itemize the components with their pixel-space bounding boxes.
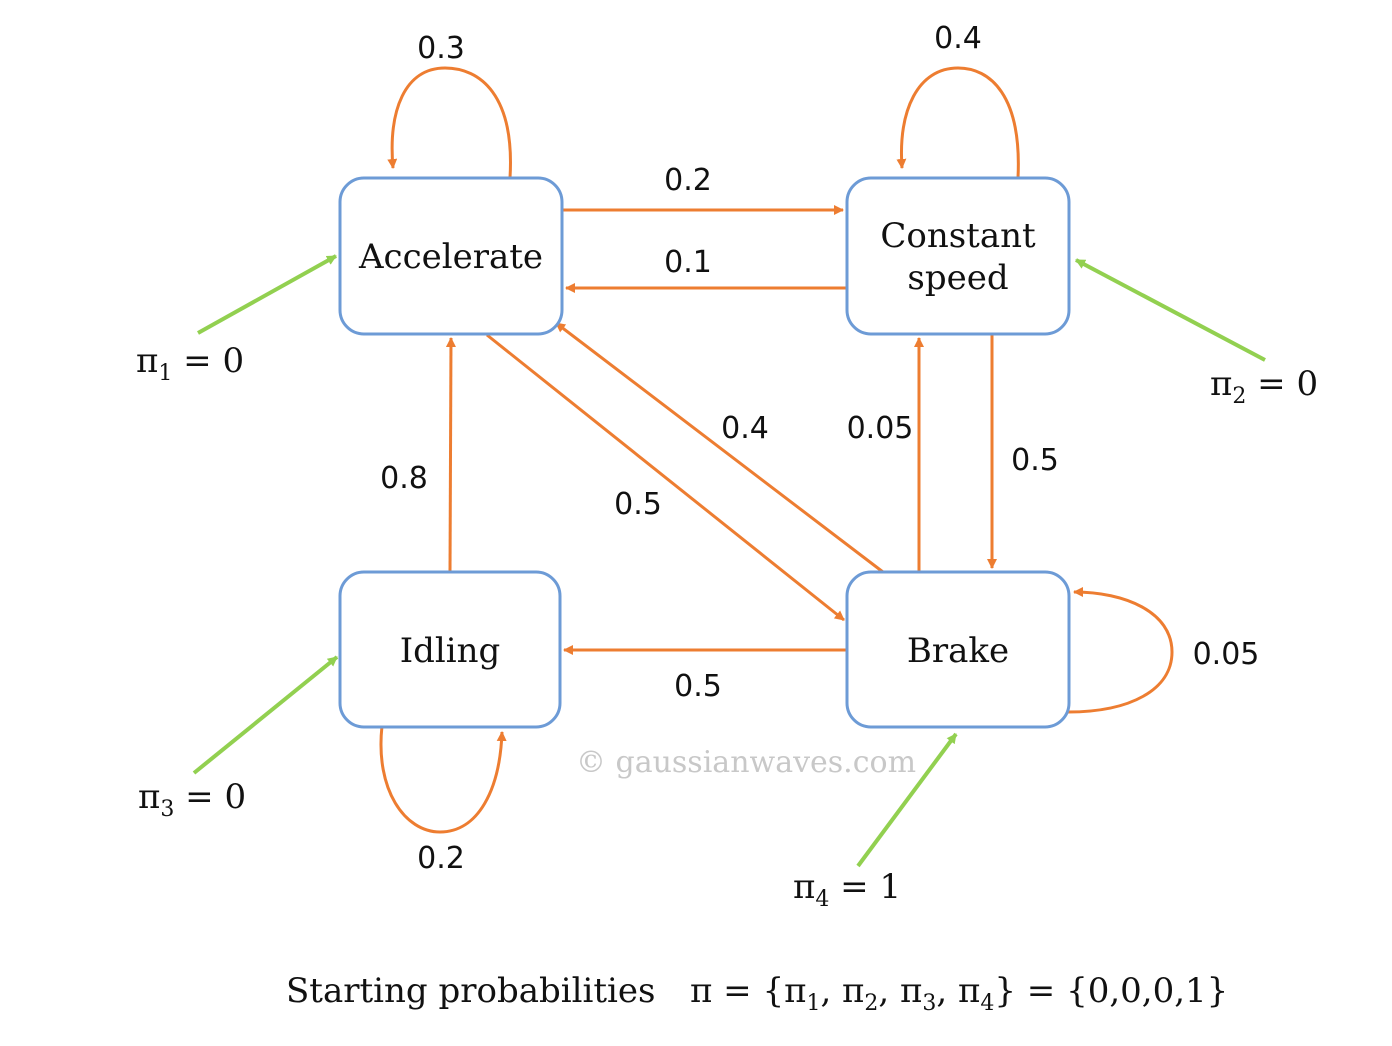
state-label-accelerate: Accelerate: [358, 237, 543, 277]
formula-prefix: π = {π: [690, 971, 806, 1011]
pi1-value: = 0: [172, 341, 244, 381]
state-label-constant-line1: Constant: [880, 216, 1036, 256]
state-brake: Brake: [845, 570, 1071, 729]
start-probability-labels: π1 = 0 π2 = 0 π3 = 0 π4 = 1: [136, 341, 1318, 912]
label-constant-self: 0.4: [934, 21, 982, 56]
footer-label: Starting probabilities: [286, 971, 656, 1011]
pi4-value: = 1: [829, 867, 901, 907]
pi3-sub: 3: [160, 797, 174, 822]
state-label-idling: Idling: [400, 631, 501, 671]
start-edge-pi2: [1075, 258, 1266, 362]
formula-sub-2: 2: [864, 991, 878, 1016]
label-accelerate-to-brake: 0.5: [614, 487, 662, 522]
label-brake-to-idling: 0.5: [674, 669, 722, 704]
pi2-sub: 2: [1232, 384, 1246, 409]
label-brake-to-accelerate: 0.4: [721, 411, 769, 446]
state-idling: Idling: [338, 570, 562, 729]
footer-formula: π = {π1, π2, π3, π4} = {0,0,0,1}: [690, 971, 1228, 1016]
edge-constant-self: [896, 66, 1020, 179]
state-box: [338, 176, 564, 336]
formula-sep-2: , π: [878, 971, 922, 1011]
edge-accelerate-self: [387, 66, 512, 179]
state-box: [845, 570, 1071, 729]
pi4-label: π4 = 1: [793, 867, 901, 912]
formula-sep-3: , π: [936, 971, 980, 1011]
state-box: [338, 570, 562, 729]
watermark: © gaussianwaves.com: [576, 745, 916, 780]
label-accelerate-self: 0.3: [417, 31, 465, 66]
pi4-symbol: π: [793, 867, 815, 907]
pi2-label: π2 = 0: [1210, 364, 1318, 409]
pi1-label: π1 = 0: [136, 341, 244, 386]
edge-brake-to-accelerate: [555, 321, 884, 574]
pi1-sub: 1: [158, 361, 172, 386]
pi3-label: π3 = 0: [138, 777, 246, 822]
state-accelerate: Accelerate: [338, 176, 564, 336]
label-idling-to-accelerate: 0.8: [380, 461, 428, 496]
pi1-symbol: π: [136, 341, 158, 381]
label-idling-self: 0.2: [417, 841, 465, 876]
pi4-sub: 4: [815, 887, 829, 912]
edge-idling-self: [379, 725, 507, 834]
label-constant-to-accelerate: 0.1: [664, 245, 712, 280]
start-edge-pi3: [192, 655, 339, 775]
state-label-brake: Brake: [907, 631, 1009, 671]
label-brake-to-constant: 0.05: [847, 411, 914, 446]
formula-suffix: } = {0,0,0,1}: [994, 971, 1228, 1011]
edge-idling-to-accelerate: [445, 337, 456, 573]
start-edges: [192, 254, 1266, 868]
state-box: [845, 176, 1071, 336]
state-constant-speed: Constant speed: [845, 176, 1071, 336]
edge-brake-self: [1067, 587, 1174, 714]
pi2-symbol: π: [1210, 364, 1232, 404]
transition-edges: [379, 66, 1174, 834]
start-edge-pi1: [197, 254, 337, 335]
formula-sub-3: 3: [922, 991, 936, 1016]
label-accelerate-to-constant: 0.2: [664, 163, 712, 198]
formula-sep-1: , π: [820, 971, 864, 1011]
state-label-constant-line2: speed: [907, 258, 1008, 298]
pi3-symbol: π: [138, 777, 160, 817]
label-brake-self: 0.05: [1193, 637, 1260, 672]
edge-accelerate-to-brake: [486, 333, 845, 622]
formula-sub-1: 1: [806, 991, 820, 1016]
formula-sub-4: 4: [980, 991, 994, 1016]
label-constant-to-brake: 0.5: [1011, 443, 1059, 478]
pi2-value: = 0: [1246, 364, 1318, 404]
start-edge-pi4: [856, 732, 958, 868]
transition-labels: 0.3 0.4 0.2 0.1 0.8 0.5 0.4 0.05 0.5 0.5…: [380, 21, 1259, 876]
pi3-value: = 0: [174, 777, 246, 817]
